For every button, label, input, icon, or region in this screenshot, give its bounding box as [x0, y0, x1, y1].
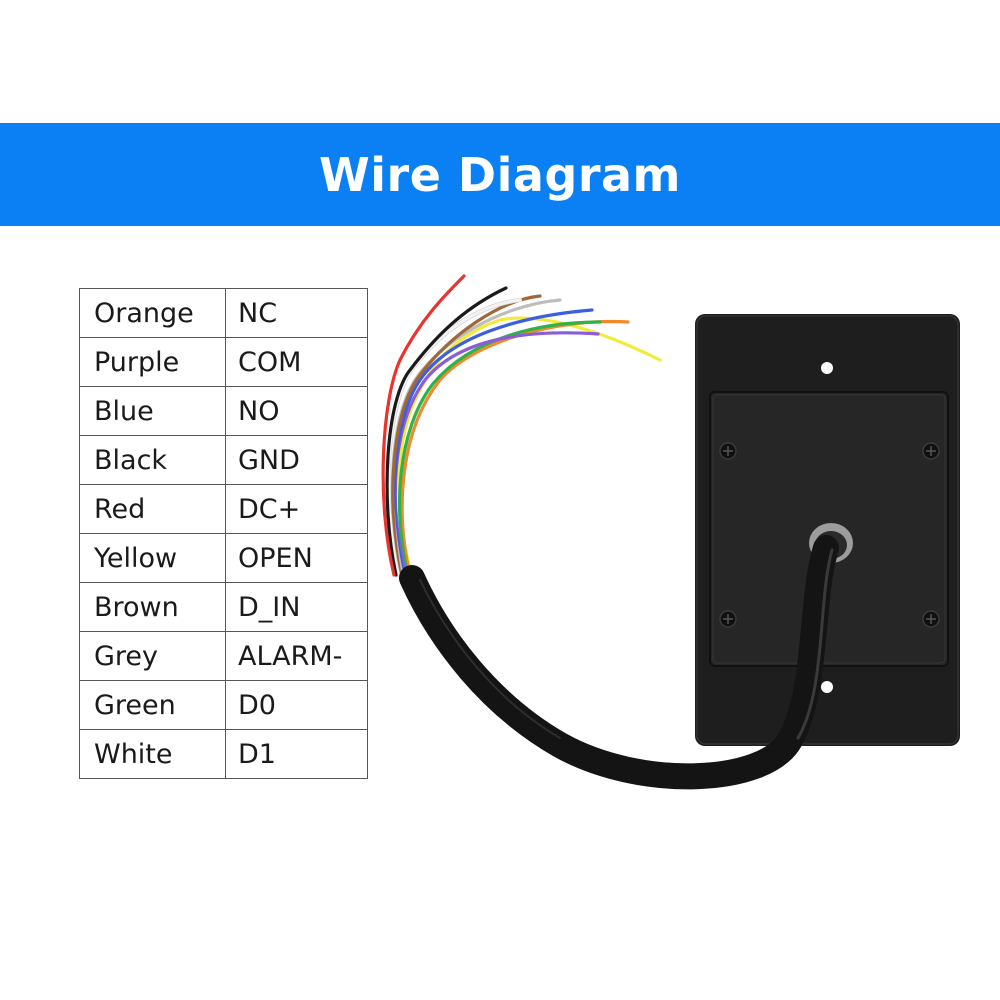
wire-color-name: Blue	[79, 386, 226, 436]
wire-green	[397, 320, 602, 577]
wire-red	[381, 274, 466, 577]
screw-icon	[922, 610, 940, 628]
wire-function: DC+	[225, 484, 368, 534]
device-plate-edge	[696, 315, 959, 745]
wire-color-name: Purple	[79, 337, 226, 387]
screw-icon	[719, 610, 737, 628]
mounting-hole-icon	[821, 681, 833, 693]
wire-black	[385, 286, 508, 577]
wire-color-name: Yellow	[79, 533, 226, 583]
cable-highlight	[796, 548, 834, 740]
wire-color-name: Green	[79, 680, 226, 730]
wire-orange	[400, 319, 630, 577]
wire-white	[386, 298, 522, 577]
wire-brown	[391, 294, 542, 577]
wire-function: D_IN	[225, 582, 368, 632]
diagram-title: Wire Diagram	[319, 147, 681, 202]
screw-icon	[922, 442, 940, 460]
screw-icon	[719, 442, 737, 460]
cable-jacket	[399, 535, 839, 790]
wire-bundle	[381, 274, 662, 578]
wire-grey	[390, 298, 562, 577]
wire-function: D1	[225, 729, 368, 779]
wire-yellow	[397, 316, 662, 577]
wire-function: ALARM-	[225, 631, 368, 681]
wire-function: NC	[225, 288, 368, 338]
device-cover-highlight	[712, 394, 946, 664]
header-banner: Wire Diagram	[0, 123, 1000, 226]
wire-color-name: Orange	[79, 288, 226, 338]
mounting-hole-icon	[821, 362, 833, 374]
wire-color-name: Red	[79, 484, 226, 534]
wire-function: GND	[225, 435, 368, 485]
wire-blue	[393, 308, 594, 577]
wire-function: NO	[225, 386, 368, 436]
